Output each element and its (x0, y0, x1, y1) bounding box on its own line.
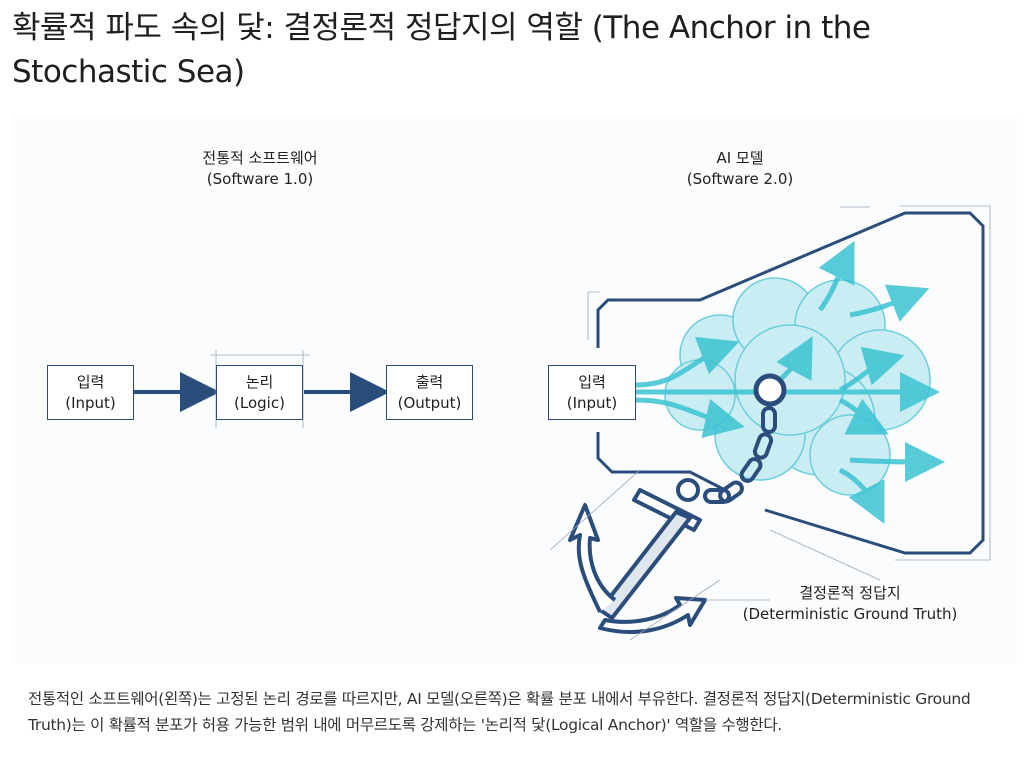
right-panel-heading: AI 모델 (Software 2.0) (660, 148, 820, 190)
output-label-ko: 출력 (415, 372, 444, 391)
logic-box: 논리 (Logic) (216, 365, 303, 420)
anchor-label-en: (Deterministic Ground Truth) (742, 605, 958, 623)
anchor-icon (568, 478, 707, 634)
blueprint-lines-right (587, 205, 991, 561)
ai-model-frame (596, 211, 985, 555)
anchor-label-ko: 결정론적 정답지 (799, 584, 901, 602)
left-heading-ko: 전통적 소프트웨어 (202, 149, 318, 167)
chain (703, 406, 777, 504)
page-title: 확률적 파도 속의 닻: 결정론적 정답지의 역할 (The Anchor in… (12, 10, 871, 90)
input-box-sw2: 입력 (Input) (548, 365, 636, 420)
output-box: 출력 (Output) (386, 365, 473, 420)
left-heading-en: (Software 1.0) (206, 170, 314, 188)
right-heading-ko: AI 모델 (716, 149, 764, 167)
ai-input-label-ko: 입력 (578, 372, 606, 391)
input-label-ko: 입력 (76, 372, 105, 391)
input-box-sw1: 입력 (Input) (47, 365, 134, 420)
anchor-blueprint-lines (549, 469, 881, 641)
right-heading-en: (Software 2.0) (686, 170, 794, 188)
left-panel-heading: 전통적 소프트웨어 (Software 1.0) (160, 148, 360, 190)
anchor-ring (753, 373, 787, 407)
figure-caption: 전통적인 소프트웨어(왼쪽)는 고정된 논리 경로를 따르지만, AI 모델(오… (28, 690, 971, 734)
logic-label-ko: 논리 (245, 372, 274, 391)
anchor-label: 결정론적 정답지 (Deterministic Ground Truth) (730, 583, 970, 625)
ai-model-frame-lower (596, 432, 726, 492)
output-label-en: (Output) (397, 393, 462, 412)
logic-label-en: (Logic) (234, 393, 285, 412)
input-label-en: (Input) (65, 393, 116, 412)
ai-input-label-en: (Input) (566, 393, 618, 412)
